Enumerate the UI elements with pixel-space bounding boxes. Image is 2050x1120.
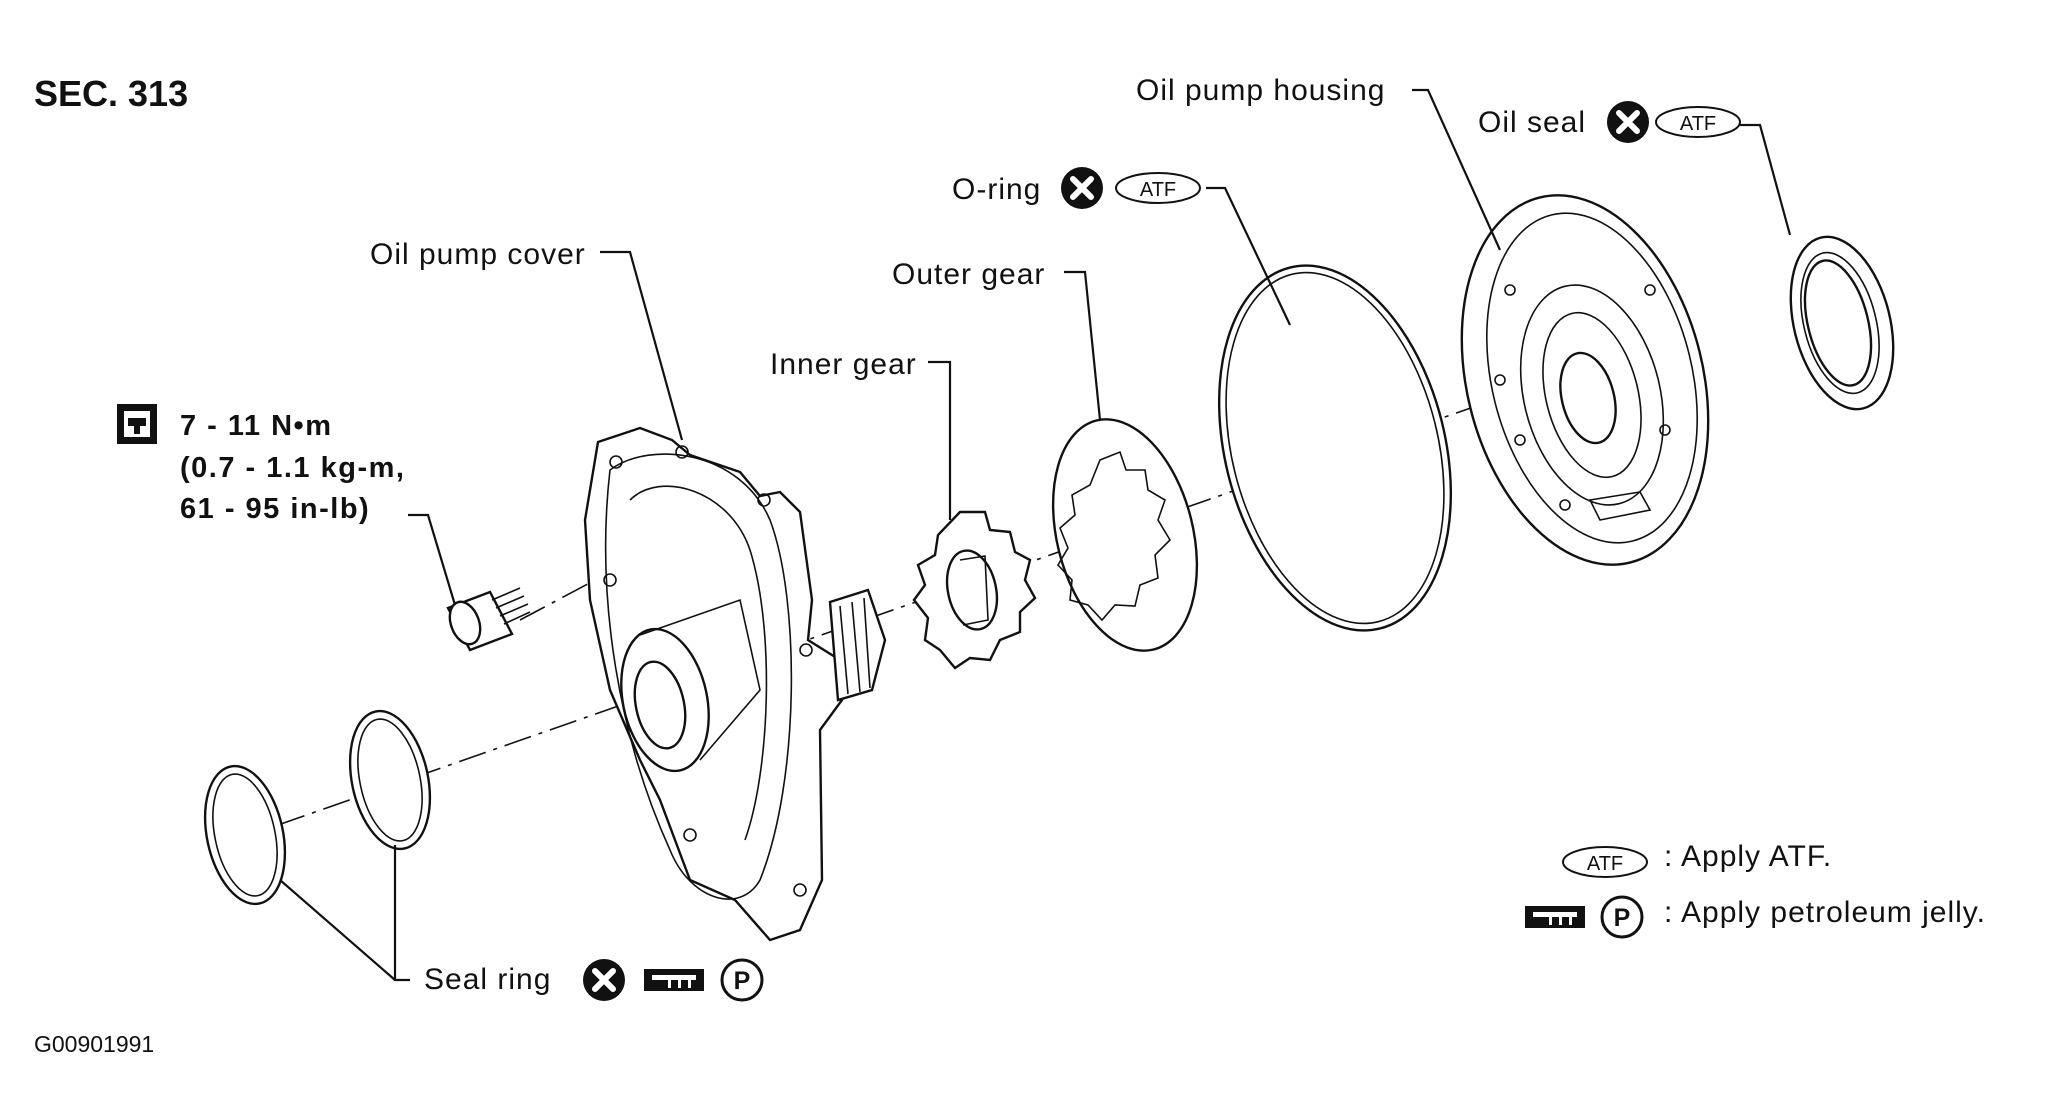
seal-ring-inner (348, 709, 432, 851)
legend-petroleum-jelly-icon (1525, 906, 1585, 928)
label-oil-pump-cover: Oil pump cover (370, 238, 586, 271)
do-not-reuse-icon (1607, 101, 1649, 143)
leader-oil-pump-housing (1412, 88, 1502, 251)
o-ring-atf-text: ATF (1140, 179, 1176, 201)
section-title: SEC. 313 (34, 73, 188, 114)
figure-id: G00901991 (34, 1031, 154, 1057)
torque-inlb: 61 - 95 in-lb) (180, 493, 370, 525)
leader-outer-gear (1064, 270, 1102, 421)
leader-inner-gear (928, 360, 952, 520)
oil-pump-housing (1460, 194, 1710, 566)
oil-seal (1789, 235, 1895, 411)
label-inner-gear: Inner gear (770, 348, 917, 381)
o-ring (1217, 264, 1453, 632)
leader-oil-seal (1740, 123, 1792, 236)
leader-oil-pump-cover (600, 250, 684, 441)
seal-ring-p-text: P (734, 967, 751, 995)
bolt (446, 587, 531, 652)
inner-gear (912, 510, 1037, 670)
do-not-reuse-icon (1061, 167, 1103, 209)
petroleum-jelly-icon (644, 969, 704, 991)
leader-o-ring (1206, 186, 1291, 326)
leader-seal-ring-outer (279, 879, 396, 981)
torque-value: 7 - 11 N•m (180, 410, 333, 442)
label-outer-gear: Outer gear (892, 258, 1045, 291)
leader-torque (408, 513, 457, 606)
do-not-reuse-icon (583, 959, 625, 1001)
legend-atf-text: : Apply ATF. (1664, 840, 1832, 873)
oil-pump-cover (583, 426, 887, 942)
legend: ATF : Apply ATF. P : Apply petroleum jel… (1525, 840, 1986, 939)
leader-seal-ring-inner (393, 845, 410, 982)
torque-wrench-icon (117, 404, 157, 444)
legend-p-badge: P (1614, 904, 1631, 932)
seal-ring-outer (203, 764, 287, 906)
label-seal-ring: Seal ring (424, 963, 551, 996)
legend-petroleum-text: : Apply petroleum jelly. (1664, 896, 1986, 929)
outer-gear (1051, 418, 1199, 652)
oil-seal-atf-text: ATF (1680, 113, 1716, 135)
torque-kgm: (0.7 - 1.1 kg-m, (180, 452, 405, 484)
legend-atf-badge: ATF (1587, 853, 1623, 875)
label-oil-seal: Oil seal (1478, 106, 1586, 139)
label-o-ring: O-ring (952, 173, 1041, 206)
label-oil-pump-housing: Oil pump housing (1136, 74, 1385, 107)
